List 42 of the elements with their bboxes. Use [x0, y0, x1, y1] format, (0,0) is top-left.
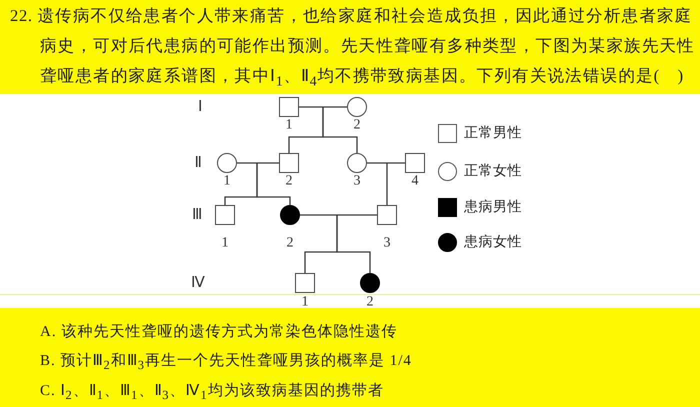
question-text: 22. 遗传病不仅给患者个人带来痛苦，也给家庭和社会造成负担，因此通过分析患者家庭病史，可对后代患病的可能作出预测。先天性聋哑有多种类型，下图为某家族先天性聋哑患者的家庭系谱图，其中Ⅰ$_{1}$、Ⅱ$_{4}$均不携带致病基因。下列有关说法错误的是( ) [10, 5, 696, 90]
pedigree-square [279, 97, 299, 117]
generation-numeral: Ⅳ [191, 275, 205, 291]
legend-label: 患病男性 [464, 198, 522, 217]
pedigree-line [386, 163, 388, 205]
pedigree-circle [347, 153, 367, 173]
individual-number: 1 [286, 118, 292, 132]
legend-label: 正常男性 [464, 124, 522, 143]
pedigree-circle [217, 153, 237, 173]
pedigree-square [215, 205, 235, 225]
individual-number: 1 [302, 294, 308, 310]
generation-numeral: Ⅲ [192, 207, 202, 223]
pedigree-line [367, 162, 405, 164]
individual-number: 2 [366, 294, 374, 310]
pedigree-square [377, 205, 397, 225]
pedigree-line [237, 162, 279, 164]
pedigree-line [322, 107, 358, 153]
individual-number: 2 [354, 118, 360, 132]
individual-number: 3 [354, 174, 360, 188]
pedigree-line [336, 215, 371, 273]
pedigree-square [295, 273, 315, 293]
answer-option: B. 预计Ⅲ$_{2}$和Ⅲ$_{3}$再生一个先天性聋哑男孩的概率是 1/4 [40, 350, 412, 372]
individual-number: 4 [412, 174, 418, 188]
individual-number: 1 [224, 174, 230, 188]
generation-numeral: Ⅰ [198, 99, 202, 115]
pedigree-circle [347, 97, 367, 117]
pedigree-line [300, 214, 377, 216]
individual-number: 2 [286, 236, 294, 250]
pedigree-square [405, 153, 425, 173]
pedigree-square [279, 153, 299, 173]
pedigree-circle [280, 205, 300, 225]
answer-option: A. 该种先天性聋哑的遗传方式为常染色体隐性遗传 [40, 321, 398, 343]
individual-number: 3 [384, 236, 390, 250]
legend-label: 患病女性 [464, 234, 522, 252]
pedigree-line [256, 163, 291, 205]
legend-label: 正常女性 [464, 162, 522, 181]
generation-numeral: Ⅱ [194, 155, 202, 171]
individual-number: 1 [222, 236, 228, 250]
answer-option: C. Ⅰ$_{2}$、Ⅱ$_{1}$、Ⅲ$_{1}$、Ⅱ$_{3}$、Ⅳ$_{1}$均为该致病基因的携带者 [40, 380, 384, 402]
pedigree-circle [360, 273, 380, 293]
pedigree-line [299, 106, 347, 108]
individual-number: 2 [286, 174, 292, 188]
